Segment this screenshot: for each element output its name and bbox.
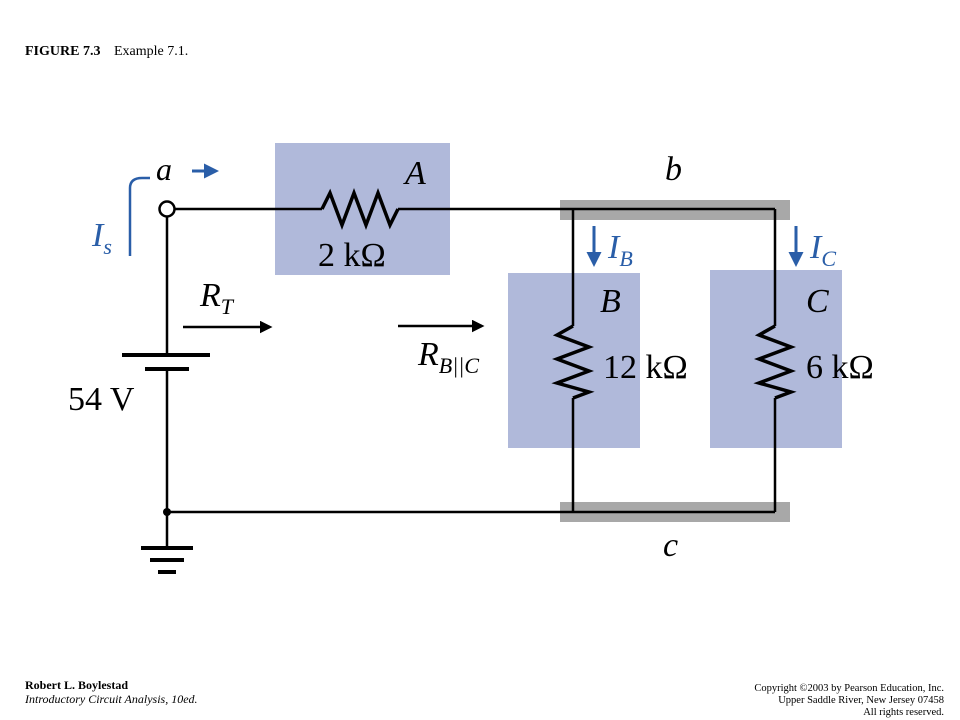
- source-voltage-label: 54 V: [68, 381, 135, 418]
- resistor-b-symbol: [551, 324, 595, 400]
- footer-author: Robert L. Boylestad: [25, 678, 128, 692]
- node-c-label: c: [663, 527, 678, 564]
- resistor-c-value: 6 kΩ: [806, 349, 874, 386]
- source-current-label: Is: [91, 217, 112, 259]
- parallel-resistance-label: RB||C: [417, 336, 479, 378]
- resistor-b-value: 12 kΩ: [603, 349, 688, 386]
- ground-symbol: [141, 546, 193, 574]
- node-b-label: b: [665, 151, 682, 188]
- copyright-line-2: Upper Saddle River, New Jersey 07458: [778, 695, 944, 706]
- node-c-junction-dot: [163, 508, 171, 516]
- resistor-a-value: 2 kΩ: [318, 237, 386, 274]
- figure-caption: FIGURE 7.3 Example 7.1.: [25, 44, 188, 60]
- footer-copyright-block: Copyright ©2003 by Pearson Education, In…: [754, 683, 944, 719]
- figure-title: Example 7.1.: [113, 44, 189, 59]
- battery-symbol: [122, 353, 210, 371]
- footer-author-block: Robert L. Boylestad Introductory Circuit…: [25, 678, 198, 706]
- source-current-arrow: [128, 176, 150, 256]
- resistor-c-letter: C: [806, 283, 829, 320]
- current-b-label: IB: [607, 229, 633, 271]
- current-c-label: IC: [809, 229, 836, 271]
- resistor-c-symbol: [753, 324, 797, 400]
- circuit-wires: [165, 207, 777, 548]
- resistor-a-letter: A: [403, 155, 426, 192]
- resistor-a-symbol: [320, 188, 400, 230]
- figure-number: FIGURE 7.3: [25, 44, 101, 59]
- node-a-label: a: [156, 151, 172, 187]
- resistor-b-letter: B: [600, 283, 621, 320]
- copyright-line-3: All rights reserved.: [863, 707, 944, 718]
- total-resistance-label: RT: [199, 277, 235, 319]
- footer-book-title: Introductory Circuit Analysis, 10ed.: [25, 692, 198, 706]
- terminal-a-circle: [158, 200, 176, 218]
- copyright-line-1: Copyright ©2003 by Pearson Education, In…: [754, 683, 944, 694]
